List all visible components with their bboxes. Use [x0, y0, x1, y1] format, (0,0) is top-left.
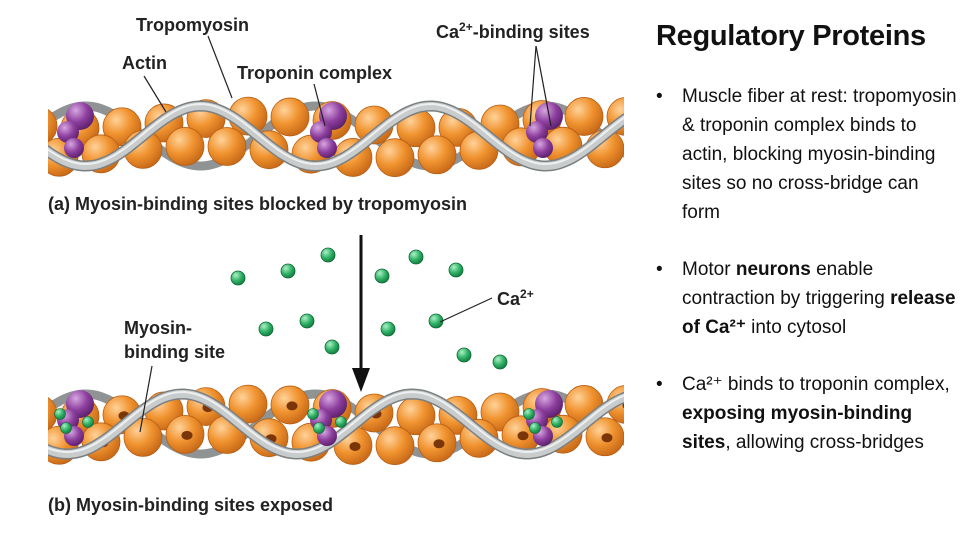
calcium-ion — [456, 347, 472, 363]
actin-bead — [564, 97, 604, 136]
myosin-binding-site — [349, 441, 361, 451]
tropomyosin-label: Tropomyosin — [136, 15, 249, 35]
bullet-calcium-binding: Ca²⁺ binds to troponin complex, exposing… — [652, 370, 957, 457]
actin-bead — [48, 397, 58, 431]
bound-calcium-ion — [54, 408, 66, 420]
myosin-binding-site-label: Myosin- binding site — [124, 318, 225, 362]
bullet-motor-neurons: Motor neurons enable contraction by trig… — [652, 255, 957, 342]
transition-arrow — [352, 235, 370, 392]
calcium-ion — [280, 263, 296, 279]
myosin-binding-site — [433, 439, 445, 449]
calcium-ion — [299, 313, 315, 329]
myosin-binding-site — [622, 402, 624, 409]
actin-bead — [628, 134, 640, 172]
bullet-rest-state: Muscle fiber at rest: tropomyosin & trop… — [652, 82, 957, 227]
actin-bead — [628, 422, 640, 460]
troponin-complex — [57, 102, 94, 158]
leader-lines — [139, 35, 552, 433]
actin-bead — [417, 135, 457, 175]
myosin-binding-site — [517, 431, 529, 441]
bound-calcium-ion — [313, 422, 325, 434]
myosin-binding-site — [181, 430, 193, 440]
troponin-complex — [54, 390, 94, 446]
bound-calcium-ion — [335, 416, 347, 428]
bullet-list: Muscle fiber at rest: tropomyosin & trop… — [652, 82, 957, 485]
calcium-ion — [408, 249, 424, 265]
troponin-complex — [307, 390, 347, 446]
actin-bead — [375, 138, 415, 178]
actin-bead — [165, 126, 205, 166]
myosin-binding-site — [286, 401, 298, 411]
free-calcium-ions — [230, 247, 508, 370]
calcium-ion — [380, 321, 396, 337]
calcium-ion — [324, 339, 340, 355]
tropomyosin-highlight — [48, 102, 624, 166]
troponin-complex — [310, 102, 347, 158]
tropomyosin-strand — [48, 101, 624, 171]
ca-ion-label: Ca2+ — [497, 287, 534, 309]
troponin-complex-label: Troponin complex — [237, 63, 392, 83]
actin-bead — [48, 109, 58, 143]
myosin-binding-site — [601, 433, 613, 443]
actin-bead — [228, 384, 268, 424]
bound-calcium-ion — [82, 416, 94, 428]
bound-calcium-ion — [60, 422, 72, 434]
actin-filament-exposed — [35, 384, 640, 466]
actin-bead — [270, 97, 310, 137]
actin-label: Actin — [122, 53, 167, 73]
calcium-ion — [230, 270, 246, 286]
caption-b: (b) Myosin-binding sites exposed — [48, 495, 333, 515]
calcium-ion — [258, 321, 274, 337]
actin-bead — [207, 127, 247, 166]
muscle-regulation-figure: Tropomyosin Ca2+-binding sites Actin Tro… — [35, 15, 640, 515]
actin-filament-blocked — [48, 96, 640, 178]
calcium-ion — [374, 268, 390, 284]
myosin-binding-site — [35, 410, 46, 419]
calcium-ion — [492, 354, 508, 370]
actin-bead — [375, 426, 415, 466]
calcium-ion — [320, 247, 336, 263]
bound-calcium-ion — [551, 416, 563, 428]
ca-binding-sites-label: Ca2+-binding sites — [436, 20, 590, 42]
bound-calcium-ion — [523, 408, 535, 420]
bound-calcium-ion — [307, 408, 319, 420]
slide-title: Regulatory Proteins — [656, 20, 926, 52]
troponin-complex — [523, 390, 563, 446]
calcium-ion — [448, 262, 464, 278]
bound-calcium-ion — [529, 422, 541, 434]
caption-a: (a) Myosin-binding sites blocked by trop… — [48, 194, 467, 214]
